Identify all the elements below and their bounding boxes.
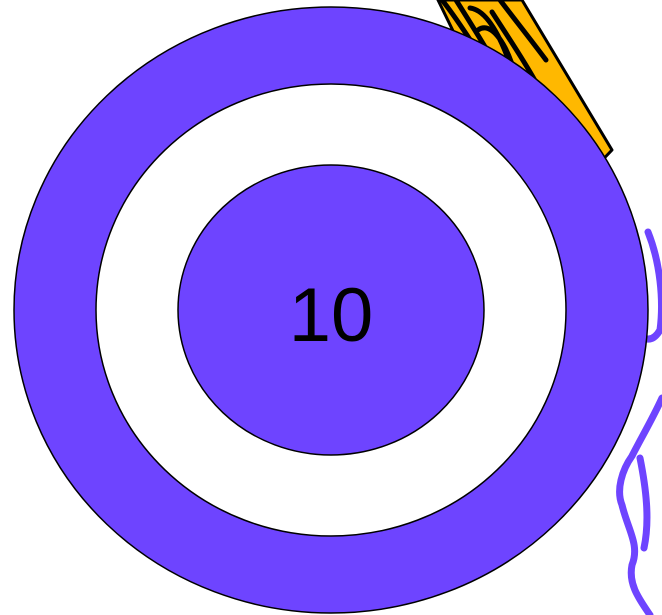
bullseye-label: 10 <box>289 273 374 358</box>
